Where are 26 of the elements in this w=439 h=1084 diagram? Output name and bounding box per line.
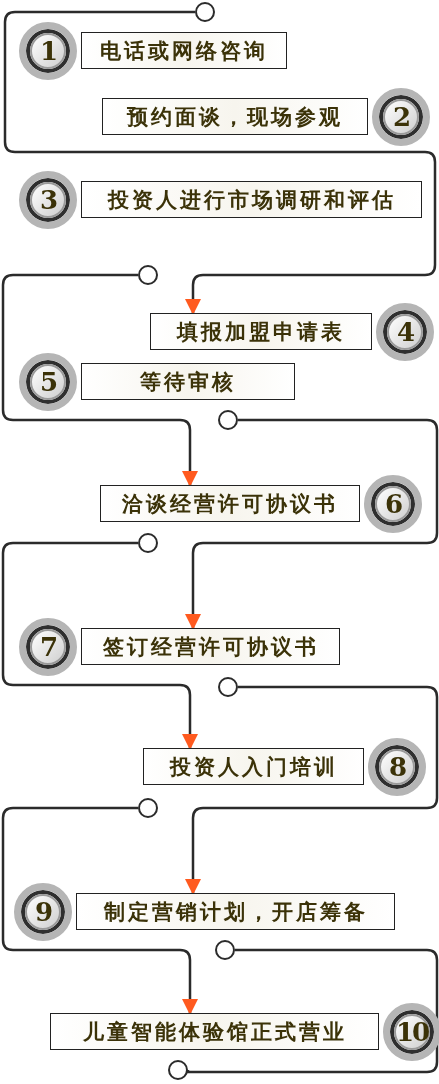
step-label: 签订经营许可协议书 bbox=[81, 628, 340, 665]
number-badge: 3 bbox=[19, 170, 77, 229]
arrow bbox=[1, 273, 198, 487]
step-label: 填报加盟申请表 bbox=[150, 313, 372, 350]
number-badge: 1 bbox=[19, 21, 77, 80]
number-badge: 4 bbox=[376, 302, 434, 361]
step-label: 投资人入门培训 bbox=[143, 748, 364, 785]
arrow bbox=[3, 10, 437, 315]
arrow bbox=[185, 685, 439, 895]
step-label: 制定营销计划，开店筹备 bbox=[76, 893, 395, 930]
number-badge: 10 bbox=[383, 1002, 439, 1061]
number-badge: 7 bbox=[19, 617, 77, 676]
step-label: 预约面谈，现场参观 bbox=[102, 98, 368, 135]
step-label: 投资人进行市场调研和评估 bbox=[81, 181, 422, 218]
number-badge: 5 bbox=[19, 352, 77, 411]
arrow bbox=[1, 806, 198, 1015]
arrow bbox=[1, 541, 198, 750]
step-label: 洽谈经营许可协议书 bbox=[100, 485, 360, 522]
step-label: 儿童智能体验馆正式营业 bbox=[50, 1013, 379, 1050]
number-badge: 8 bbox=[368, 737, 426, 796]
step-label: 等待审核 bbox=[81, 363, 295, 400]
number-badge: 2 bbox=[372, 87, 430, 146]
number-badge: 6 bbox=[364, 474, 422, 533]
step-label: 电话或网络咨询 bbox=[81, 32, 287, 69]
arrow bbox=[185, 418, 439, 630]
number-badge: 9 bbox=[14, 882, 72, 941]
